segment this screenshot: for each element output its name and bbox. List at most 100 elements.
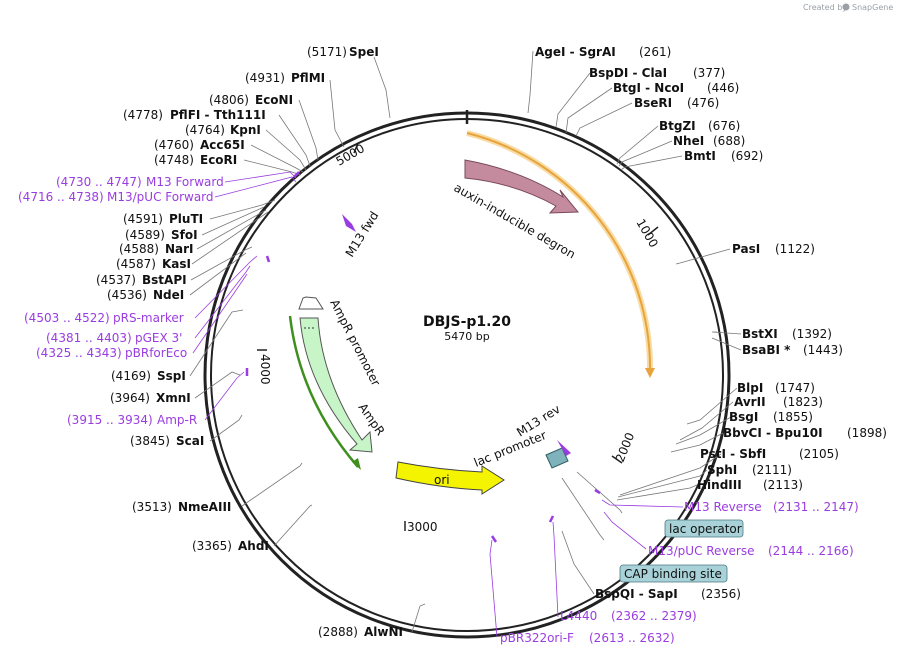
site-nari: (4588) NarI: [119, 242, 194, 256]
scale-tick-1000: 1000: [633, 217, 660, 250]
site-psti-sbfi: PstI - SbfI (2105): [700, 447, 839, 461]
svg-text:lac operator: lac operator: [669, 522, 742, 536]
svg-text:BstAPI: BstAPI: [142, 273, 187, 287]
svg-text:4000: 4000: [258, 354, 272, 385]
site-nhei: NheI (688): [673, 134, 745, 148]
svg-text:(1855): (1855): [773, 410, 813, 424]
svg-text:(4730 .. 4747): (4730 .. 4747): [56, 175, 142, 189]
site-ndei: (4536) NdeI: [107, 288, 184, 302]
svg-text:EcoNI: EcoNI: [255, 93, 293, 107]
svg-text:(2144 .. 2166): (2144 .. 2166): [768, 544, 854, 558]
svg-text:BlpI: BlpI: [737, 381, 763, 395]
svg-text:PflMI: PflMI: [291, 71, 325, 85]
svg-text:PasI: PasI: [732, 242, 760, 256]
site-alwni: (2888) AlwNI: [318, 625, 403, 639]
svg-text:BbvCI - Bpu10I: BbvCI - Bpu10I: [723, 426, 823, 440]
svg-text:(4931): (4931): [245, 71, 285, 85]
svg-text:(4806): (4806): [209, 93, 249, 107]
svg-text:(446): (446): [707, 81, 739, 95]
svg-text:pRS-marker: pRS-marker: [113, 311, 184, 325]
primer-m13-reverse: M13 Reverse (2131 .. 2147): [684, 500, 859, 514]
site-ahdi: (3365) AhdI: [192, 539, 269, 553]
ori-label: ori: [434, 473, 450, 487]
snapgene-logo-icon: [842, 3, 850, 11]
svg-text:(4778): (4778): [123, 108, 163, 122]
aid-cds-arrowhead: [645, 368, 655, 378]
primer-prs-marker: (4503 .. 4522) pRS-marker: [24, 311, 184, 325]
svg-text:(3845): (3845): [130, 434, 170, 448]
svg-text:CAP binding site: CAP binding site: [624, 567, 722, 581]
svg-text:(2356): (2356): [701, 587, 741, 601]
svg-text:Acc65I: Acc65I: [200, 138, 245, 152]
svg-text:NmeAIII: NmeAIII: [178, 500, 231, 514]
aid-cds-arc: [466, 132, 652, 371]
svg-text:AlwNI: AlwNI: [364, 625, 403, 639]
svg-text:M13/pUC Reverse: M13/pUC Reverse: [648, 544, 755, 558]
svg-text:(4716 .. 4738): (4716 .. 4738): [18, 190, 104, 204]
site-xmni: (3964) XmnI: [110, 391, 191, 405]
site-kasi: (4587) KasI: [116, 257, 191, 271]
snapgene-logo-text: SnapGene: [852, 3, 893, 12]
svg-text:(2362 .. 2379): (2362 .. 2379): [611, 609, 697, 623]
svg-text:(476): (476): [687, 96, 719, 110]
site-pflmi: (4931) PflMI: [245, 71, 325, 85]
m13-rev-arrow: [557, 440, 571, 456]
svg-text:(4587): (4587): [116, 257, 156, 271]
svg-text:AgeI - SgrAI: AgeI - SgrAI: [535, 45, 616, 59]
svg-text:NarI: NarI: [165, 242, 194, 256]
site-sfoi: (4589) SfoI: [125, 228, 198, 242]
svg-text:ScaI: ScaI: [176, 434, 204, 448]
svg-text:(1898): (1898): [847, 426, 887, 440]
svg-text:3000: 3000: [407, 520, 438, 534]
svg-text:(4325 .. 4343): (4325 .. 4343): [36, 346, 122, 360]
site-bstapi: (4537) BstAPI: [96, 273, 187, 287]
svg-text:SpeI: SpeI: [349, 45, 379, 59]
svg-text:BtgI - NcoI: BtgI - NcoI: [613, 81, 684, 95]
box-cap-binding-site: CAP binding site: [619, 564, 728, 583]
plasmid-length: 5470 bp: [444, 330, 489, 343]
site-avrii: AvrII (1823): [734, 395, 823, 409]
site-kpni: (4764) KpnI: [185, 123, 261, 137]
created-by-label: Created by: [803, 3, 847, 12]
svg-text:(3513): (3513): [132, 500, 172, 514]
m13-fwd-label: M13 fwd: [343, 209, 382, 260]
site-sphi: SphI (2111): [707, 463, 792, 477]
svg-text:(2888): (2888): [318, 625, 358, 639]
svg-text:PstI - SbfI: PstI - SbfI: [700, 447, 766, 461]
svg-text:KasI: KasI: [162, 257, 191, 271]
svg-text:(1122): (1122): [775, 242, 815, 256]
primer-amp-r: (3915 .. 3934) Amp-R: [67, 413, 197, 427]
primer-l4440: L4440 (2362 .. 2379): [560, 609, 697, 623]
svg-text:(2613 .. 2632): (2613 .. 2632): [589, 631, 675, 645]
lac-promoter-label: lac promoter: [472, 428, 548, 470]
site-bbvci-bpu10i: BbvCI - Bpu10I (1898): [723, 426, 887, 440]
site-spei: (5171) SpeI: [307, 45, 379, 59]
primer-leader-lines: [192, 171, 684, 638]
site-bspqi-sapi: BspQI - SapI (2356): [595, 587, 741, 601]
auxin-inducible-degron-label: auxin-inducible degron: [452, 180, 578, 261]
ori-arrow: [395, 461, 505, 495]
svg-text:(692): (692): [731, 149, 763, 163]
svg-text:(1443): (1443): [803, 343, 843, 357]
site-scai: (3845) ScaI: [130, 434, 204, 448]
svg-text:(2131 .. 2147): (2131 .. 2147): [773, 500, 859, 514]
site-ecori: (4748) EcoRI: [154, 153, 237, 167]
svg-text:(3915 .. 3934): (3915 .. 3934): [67, 413, 153, 427]
svg-text:BspDI - ClaI: BspDI - ClaI: [589, 66, 667, 80]
svg-text:(3964): (3964): [110, 391, 150, 405]
site-bmti: BmtI (692): [684, 149, 763, 163]
svg-text:BsaBI *: BsaBI *: [742, 343, 791, 357]
svg-text:(4381 .. 4403): (4381 .. 4403): [46, 331, 132, 345]
ampr-promoter-arrow: [298, 296, 324, 310]
ampr-cds-arc: [288, 315, 359, 468]
site-hindiii: HindIII (2113): [697, 478, 803, 492]
svg-text:(4764): (4764): [185, 123, 225, 137]
svg-text:(5171): (5171): [307, 45, 347, 59]
svg-text:(2111): (2111): [752, 463, 792, 477]
site-bsabi: BsaBI * (1443): [742, 343, 843, 357]
primer-tick-marks: [245, 171, 601, 543]
svg-text:(1747): (1747): [775, 381, 815, 395]
site-nmeaiii: (3513) NmeAIII: [132, 500, 231, 514]
svg-text:pGEX 3': pGEX 3': [135, 331, 182, 345]
